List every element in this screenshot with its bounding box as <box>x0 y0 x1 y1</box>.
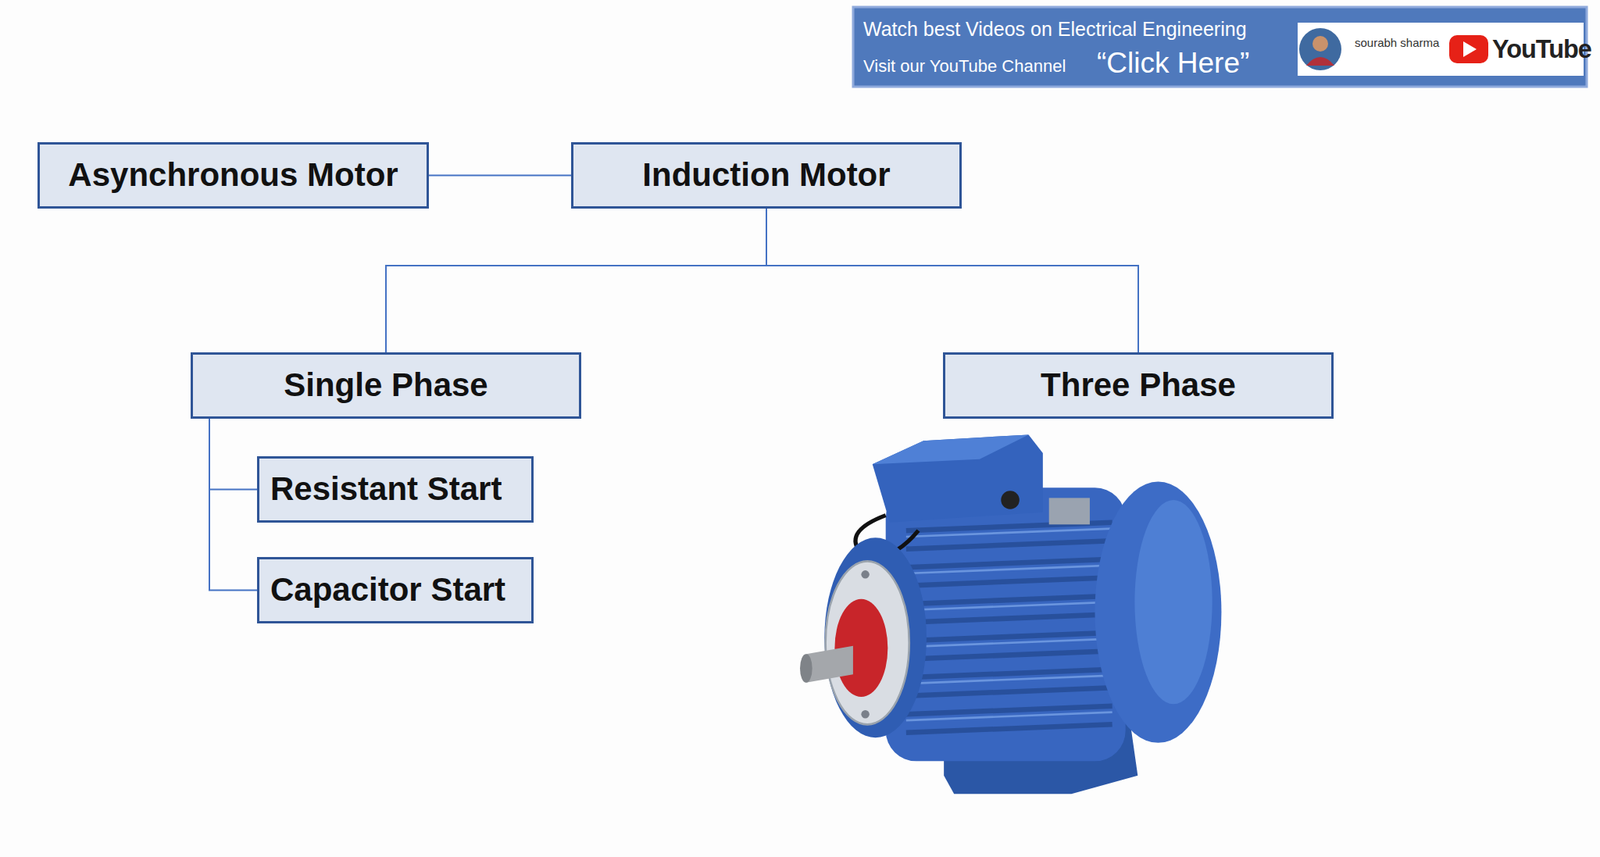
banner-text: Visit our YouTube Channel <box>863 57 1066 75</box>
avatar-body <box>1306 57 1335 66</box>
connector-line <box>209 418 258 490</box>
process-box: Asynchronous Motor <box>37 142 429 209</box>
bolt-hole <box>860 710 869 718</box>
banner-text: “Click Here” <box>1096 48 1250 78</box>
process-box: Induction Motor <box>571 142 962 209</box>
banner-text: Watch best Videos on Electrical Engineer… <box>863 19 1247 40</box>
box-label: Induction Motor <box>642 157 890 193</box>
banner-text: YouTube <box>1492 36 1592 62</box>
box-label: Capacitor Start <box>270 571 506 608</box>
nameplate <box>1049 497 1090 525</box>
connector-line <box>209 418 258 591</box>
banner-background <box>853 7 1587 87</box>
shaft-end <box>800 653 813 683</box>
connector-line <box>766 208 1139 353</box>
play-button <box>1449 35 1489 64</box>
motor-fins <box>906 522 1113 733</box>
bolt-hole <box>860 570 869 579</box>
terminal-box-top <box>872 434 1029 465</box>
fin-highlights <box>906 528 1113 722</box>
flange <box>824 537 927 738</box>
process-box: Capacitor Start <box>257 557 534 624</box>
process-box: Single Phase <box>190 352 582 419</box>
box-label: Single Phase <box>283 367 488 404</box>
box-label: Three Phase <box>1040 367 1236 404</box>
process-box: Resistant Start <box>257 456 534 523</box>
play-triangle <box>1463 41 1477 58</box>
shaft <box>806 646 854 683</box>
fan-cover-highlight <box>1134 500 1212 704</box>
flange-face <box>825 560 910 725</box>
connector-line <box>428 175 572 177</box>
terminal-box <box>872 434 1043 522</box>
box-label: Resistant Start <box>270 471 502 508</box>
avatar <box>1299 28 1342 71</box>
process-box: Three Phase <box>942 352 1334 419</box>
box-label: Asynchronous Motor <box>67 157 398 193</box>
cable-gland <box>1000 490 1020 510</box>
avatar-head <box>1312 35 1329 52</box>
fan-cover <box>1094 481 1222 743</box>
banner-text: sourabh sharma <box>1354 36 1440 49</box>
connector-line <box>385 208 767 353</box>
